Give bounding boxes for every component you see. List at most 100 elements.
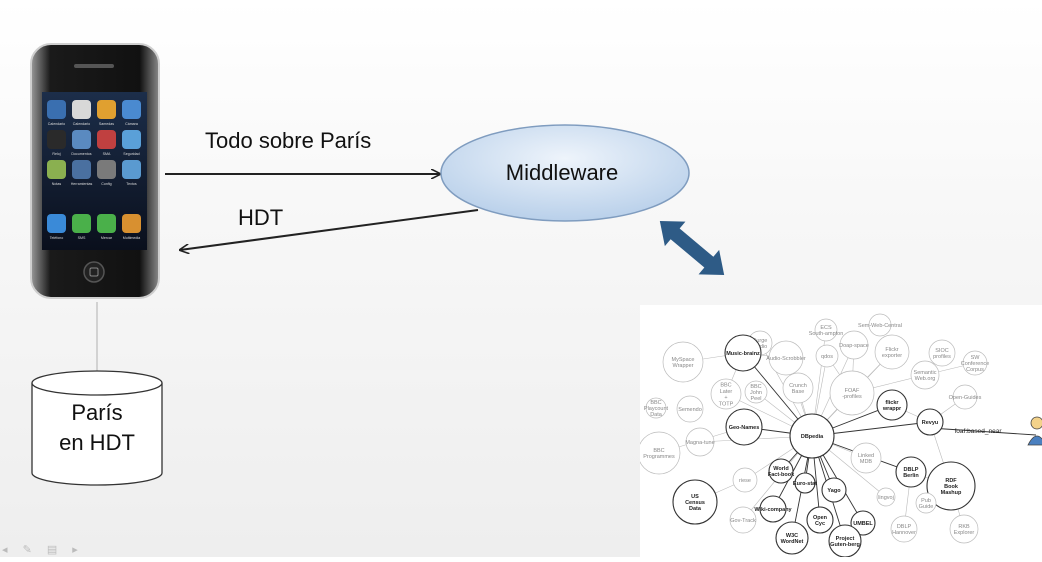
phone-app-label: Multimedia (123, 236, 140, 240)
lod-node-label: profiles (933, 354, 951, 360)
lod-edge (929, 427, 1037, 436)
lod-node-riese: riese (732, 467, 758, 493)
lod-node-label: -profiles (842, 394, 862, 400)
phone-app-label: SMA (103, 152, 111, 156)
phone-app-icon (97, 214, 116, 233)
lod-node-wikicompany: Wiki-company (754, 495, 793, 523)
phone-app-icon (72, 160, 91, 179)
lod-node-label: Census (685, 500, 705, 506)
lod-node-label: WordNet (781, 539, 804, 545)
phone-app-label: Textos (126, 182, 137, 186)
lod-node-label: RDF (945, 478, 957, 484)
lod-node-label: Wrapper (673, 363, 694, 369)
response-arrow (180, 209, 479, 250)
lod-node-label: Mashup (941, 490, 962, 496)
phone-app-label: Reloj (52, 152, 60, 156)
lod-node-label: flickr (885, 400, 899, 406)
lod-node-semendo: Semendo (676, 395, 704, 423)
lod-node-label: Project (836, 536, 855, 542)
lod-node-label: RKB (958, 524, 970, 530)
phone-app-icon (72, 214, 91, 233)
phone-app-label: Samedas (99, 122, 114, 126)
lod-node-revyu: Revyu (916, 408, 944, 436)
phone-app-label: Notas (52, 182, 62, 186)
phone-app-icon (122, 214, 141, 233)
phone-app-icon (97, 160, 116, 179)
request-label: Todo sobre París (205, 128, 372, 153)
lod-node-eurostat: Euro-stat (793, 472, 817, 494)
lod-node-label: MDB (860, 459, 873, 465)
phone-app-label: Mercar (101, 236, 113, 240)
double-arrow (659, 221, 725, 275)
lod-node-label: BBC (720, 383, 731, 389)
lod-node-label: Crunch (789, 383, 807, 389)
lod-node-label: exporter (882, 353, 902, 359)
lod-node-label: DBLP (904, 467, 919, 473)
phone-app-icon (122, 100, 141, 119)
middleware-node (440, 124, 690, 222)
lod-node-label: Semendo (678, 407, 702, 413)
phone-app-label: Cámara (125, 122, 138, 126)
lod-node-label: Sem-Web-Central (858, 323, 902, 329)
lod-node-foaf: FOAF-profiles (829, 370, 875, 416)
phone-app-label: Seguridad (123, 152, 139, 156)
lod-node-label: Data (689, 506, 702, 512)
lod-node-label: wrappr (882, 406, 902, 412)
phone-app-icon (122, 130, 141, 149)
lod-node-doapspace: Doap-space (839, 330, 869, 360)
database-label-line2: en HDT (59, 430, 135, 455)
slide-nav-icons[interactable]: ◂ ✎ ▤ ▸ (2, 544, 84, 556)
lod-node-govtrack: Gov-Track (729, 506, 757, 534)
phone-app-label: Config (101, 182, 111, 186)
lod-node-label: BBC (653, 448, 664, 454)
lod-node-label: ECS (820, 325, 832, 331)
lod-node-label: Guten-berg (830, 542, 860, 548)
lod-node-label: Cyc (815, 521, 825, 527)
lod-node-label: Yago (827, 488, 841, 494)
lod-node-label: Pub (921, 498, 931, 504)
response-label: HDT (238, 205, 284, 230)
lod-node-label: Conference (961, 361, 989, 367)
phone-app-icon (97, 130, 116, 149)
phone-app-label: Documentos (71, 152, 91, 156)
lod-node-yago: Yago (821, 477, 847, 503)
lod-node-label: Geo-Names (729, 425, 760, 431)
foaf-based-near-label: foaf:based_near (955, 428, 1003, 435)
lod-node-label: Programmes (643, 454, 675, 460)
lod-node-label: Web.org (915, 376, 936, 382)
lod-node-semweb: Sem-Web-Central (858, 313, 902, 337)
phone-app-icon (47, 130, 66, 149)
lod-node-label: Fact-book (768, 472, 795, 478)
lod-node-umbel: UMBEL (850, 510, 876, 536)
middleware-label: Middleware (505, 160, 619, 185)
person-icon (1027, 416, 1042, 446)
lod-node-label: Base (792, 389, 805, 395)
phone-app-icon (47, 214, 66, 233)
lod-node-openguides: Open-Guides (949, 384, 982, 410)
lod-node-label: lingvoj (878, 495, 894, 501)
database-cylinder (31, 370, 163, 486)
lod-node-label: + (724, 395, 727, 401)
lod-node-label: World (773, 466, 788, 472)
lod-node-label: DBLP (897, 524, 912, 530)
lod-node-label: Doap-space (839, 343, 869, 349)
phone-app-icon (72, 100, 91, 119)
lod-node-label: Semantic (914, 370, 937, 376)
lod-node-label: Music-brainz (726, 351, 760, 357)
lod-node-label: qdos (821, 354, 833, 360)
database-label-line1: París (71, 400, 123, 425)
